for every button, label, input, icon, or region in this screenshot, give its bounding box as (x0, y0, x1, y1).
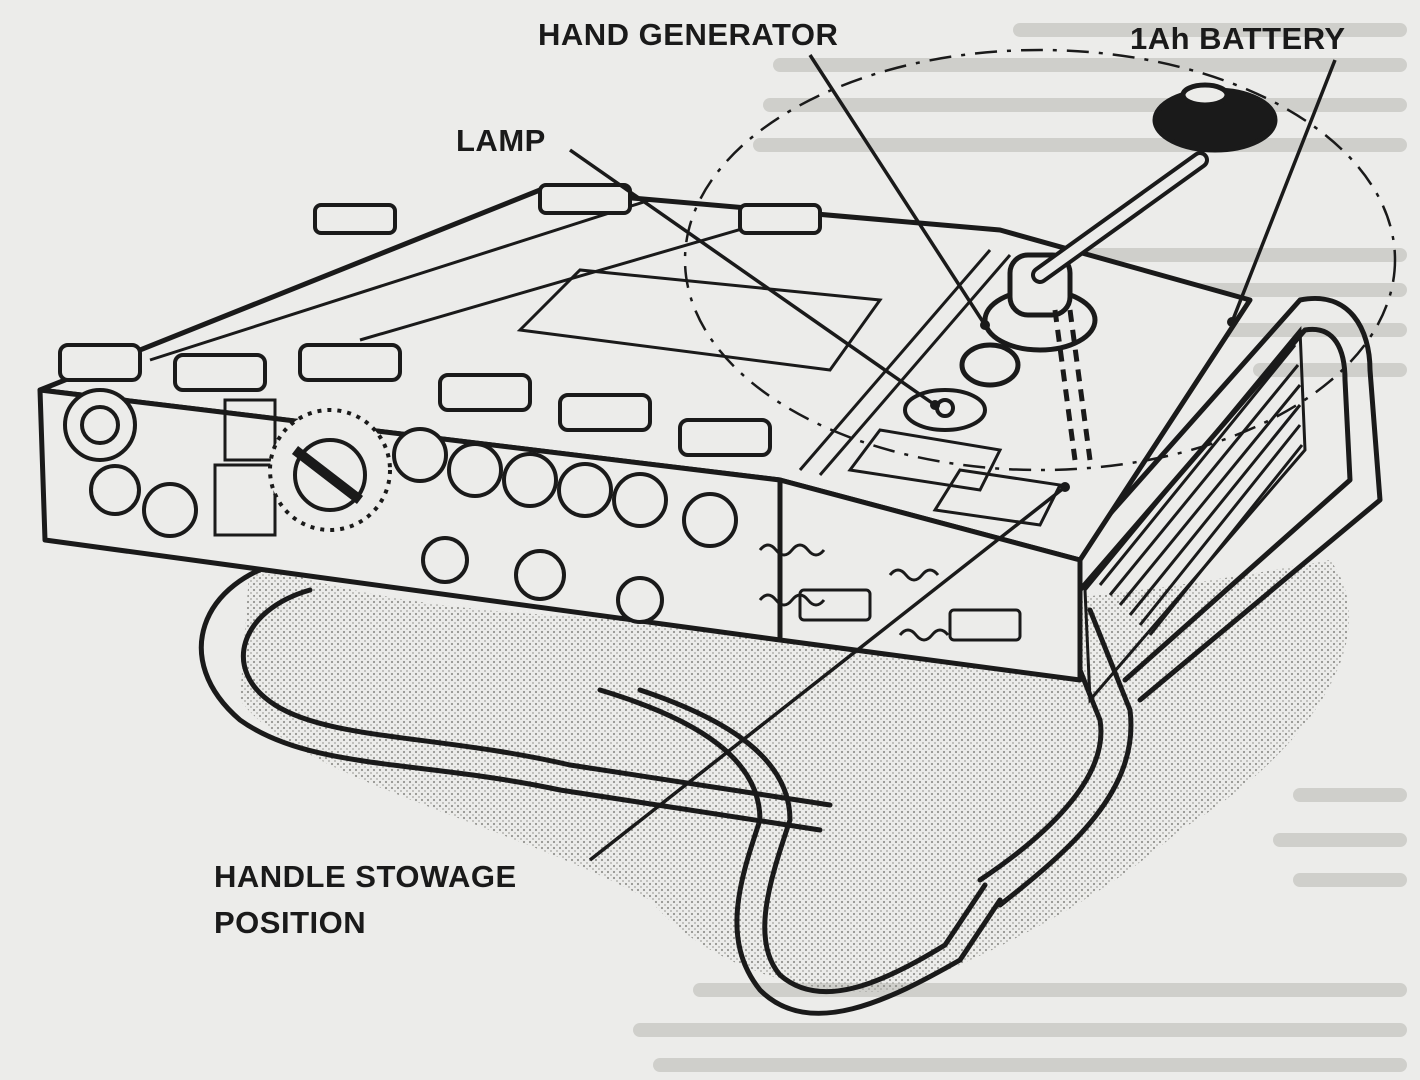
carrying-frame (198, 296, 1383, 1016)
front-panel-controls (63, 388, 738, 624)
leader-lamp (568, 148, 937, 407)
label-battery: 1Ah BATTERY (1130, 21, 1346, 56)
leader-hand-generator (808, 54, 987, 326)
leader-battery (1230, 59, 1337, 323)
module-springs (758, 543, 1022, 642)
label-lamp: LAMP (456, 123, 546, 158)
front-latches (58, 183, 822, 457)
label-handle-stowage-line1: HANDLE STOWAGE (214, 859, 517, 894)
label-hand-generator: HAND GENERATOR (538, 17, 839, 52)
hand-generator (959, 82, 1278, 461)
battery-side-panel (1083, 326, 1307, 704)
dashed-callout-ellipse (683, 48, 1397, 472)
label-handle-stowage-line2: POSITION (214, 905, 367, 940)
leader-lines (568, 54, 1337, 862)
lamp-fixture (903, 388, 987, 432)
leader-handle-stowage (588, 485, 1067, 862)
leader-endpoints (930, 317, 1237, 492)
